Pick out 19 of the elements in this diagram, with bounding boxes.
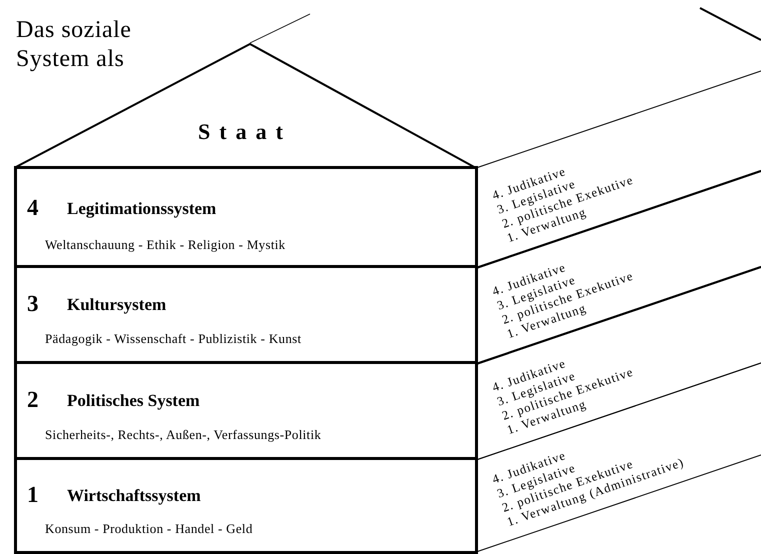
floor-box [14,460,478,554]
floor-description: Konsum - Produktion - Handel - Geld [45,520,253,537]
floor-box [14,364,478,460]
floor-heading: Kultursystem [67,294,166,315]
floor-description: Pädagogik - Wissenschaft - Publizistik - Kunst [45,331,302,348]
floor-heading: Legitimationssystem [67,199,216,219]
floor-heading: Wirtschaftssystem [67,486,201,506]
roof-label: Staat [197,119,293,145]
floor-description: Sicherheits-, Rechts-, Außen-, Verfassungs-Politik [45,427,322,444]
floor-description: Weltanschauung - Ethik - Religion - Mystik [45,237,286,253]
roof-triangle [14,43,476,169]
floor-heading: Politisches System [67,390,200,411]
floor-number: 4 [27,195,38,221]
floor-number: 1 [27,482,38,508]
floor-number: 3 [27,291,38,318]
floor-box [14,268,478,364]
floor-box [14,166,478,268]
floor-number: 2 [27,387,38,414]
title-text: Das soziale System als [16,16,132,74]
